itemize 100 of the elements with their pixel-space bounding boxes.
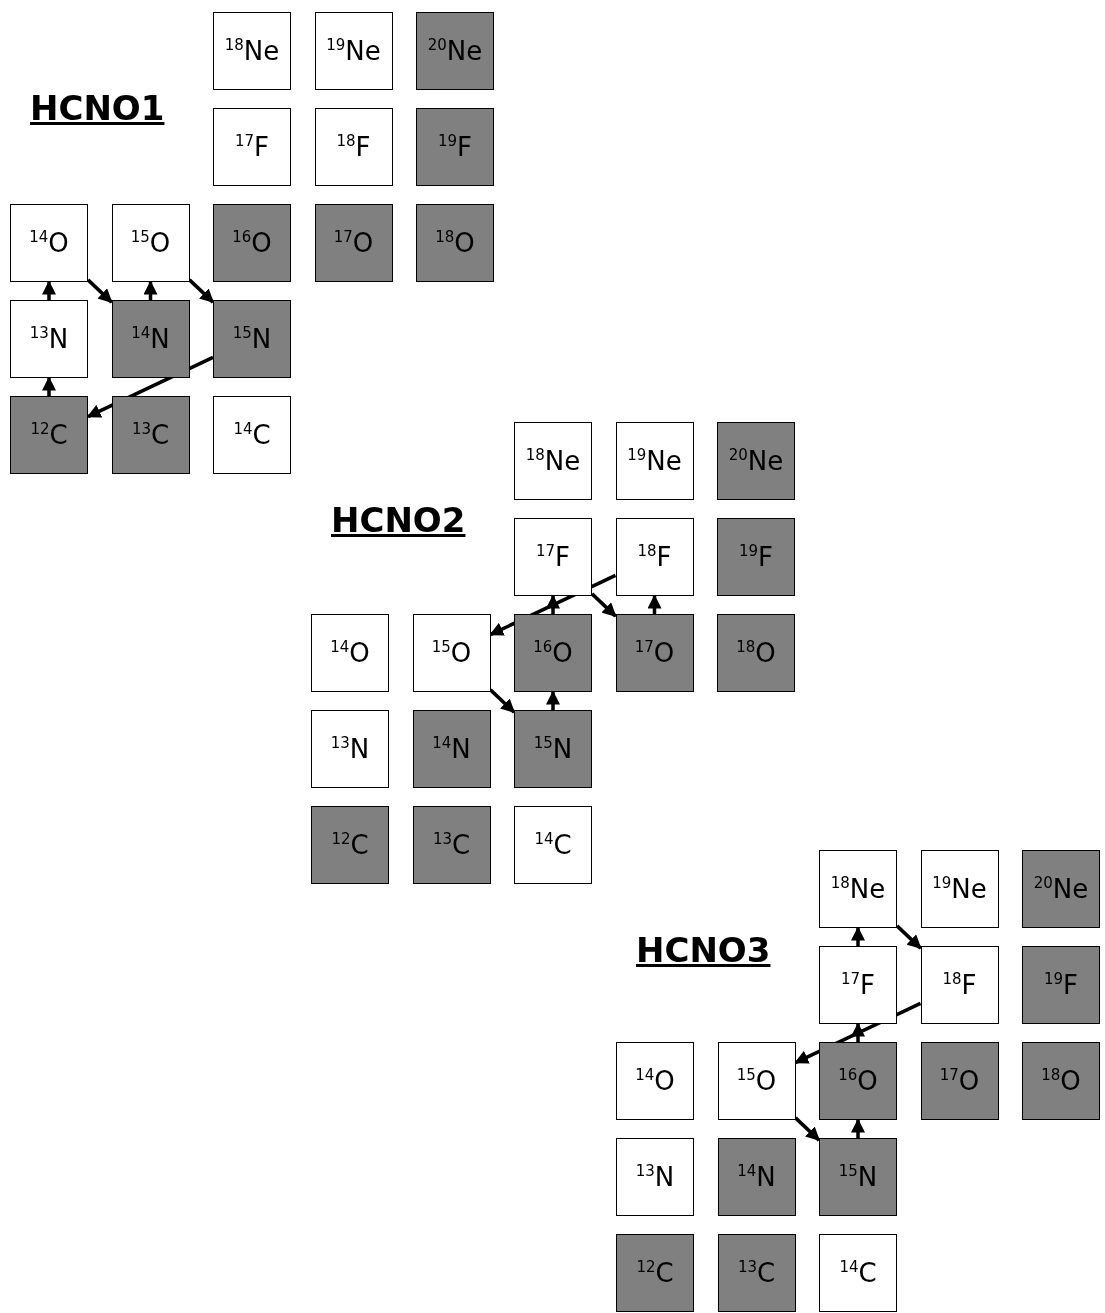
isotope-label: $^{14}$O [330,638,370,668]
arrow [42,376,56,396]
isotope-box [213,12,291,90]
isotope-box [10,396,88,474]
isotope-label: $^{16}$O [533,638,573,668]
isotope-label: $^{15}$N [232,324,272,354]
isotope-box [416,204,494,282]
isotope-box [616,1138,694,1216]
isotope-box [311,806,389,884]
isotope-label: $^{18}$Ne [830,874,886,904]
isotope-box [819,1234,897,1312]
arrow [546,690,560,710]
arrow [851,926,865,946]
arrow [86,278,113,304]
isotope-label: $^{18}$O [1041,1066,1081,1096]
isotope-label: $^{13}$C [432,830,471,860]
arrow [794,1116,821,1142]
isotope-label: $^{14}$C [233,420,271,450]
isotope-box [615,614,694,692]
isotope-label: $^{19}$Ne [326,36,381,66]
isotope-label: $^{15}$O [736,1066,777,1096]
isotope-box [920,946,999,1024]
isotope-box [311,710,389,788]
isotope-label: $^{17}$O [939,1066,980,1096]
cycle-title: HCNO2 [331,500,466,540]
isotope-box [412,710,491,788]
isotope-label: $^{18}$F [637,542,672,572]
isotope-label: $^{15}$N [838,1162,878,1192]
isotope-box [314,108,393,186]
isotope-label: $^{20}$Ne [728,446,784,476]
arrow [895,924,922,950]
isotope-box [920,1042,999,1120]
isotope-box [514,518,592,596]
isotope-label: $^{18}$Ne [525,446,581,476]
isotope-label: $^{12}$C [636,1258,674,1288]
isotope-box [615,422,694,500]
isotope-box [514,806,592,884]
isotope-label: $^{12}$C [30,420,68,450]
isotope-box [514,710,592,788]
isotope-box [412,806,491,884]
isotope-label: $^{12}$C [331,830,369,860]
isotope-label: $^{20}$Ne [1033,874,1089,904]
isotope-label: $^{14}$C [839,1258,877,1288]
isotope-label: $^{13}$N [635,1162,675,1192]
isotope-box [213,204,291,282]
isotope-box [412,614,491,692]
isotope-label: $^{19}$F [1043,970,1079,1000]
isotope-label: $^{16}$O [838,1066,878,1096]
arrow [42,280,56,300]
arrow [188,278,215,304]
arrow [143,280,158,300]
isotope-box [1022,850,1100,928]
isotope-box [717,518,795,596]
isotope-label: $^{16}$O [232,228,272,258]
isotope-box [717,1138,796,1216]
isotope-box [111,300,190,378]
isotope-box [213,300,291,378]
isotope-box [213,396,291,474]
isotope-box [311,614,389,692]
isotope-label: $^{18}$Ne [224,36,280,66]
isotope-box [819,1042,897,1120]
isotope-box [213,108,291,186]
isotope-label: $^{17}$O [333,228,374,258]
isotope-label: $^{14}$C [534,830,572,860]
isotope-box [10,300,88,378]
arrow [489,688,516,714]
isotope-box [616,1234,694,1312]
isotope-label: $^{18}$O [435,228,475,258]
isotope-label: $^{19}$Ne [627,446,682,476]
arrow [851,1022,865,1042]
arrow [546,594,560,614]
isotope-box [616,1042,694,1120]
isotope-label: $^{14}$N [737,1162,776,1192]
isotope-label: $^{14}$N [131,324,170,354]
isotope-box [717,614,795,692]
cycle-title: HCNO3 [636,930,771,970]
isotope-label: $^{15}$O [130,228,171,258]
isotope-label: $^{19}$Ne [932,874,987,904]
isotope-box [314,12,393,90]
isotope-label: $^{15}$N [533,734,573,764]
isotope-label: $^{20}$Ne [427,36,483,66]
isotope-label: $^{18}$O [736,638,776,668]
cycle-title: HCNO1 [30,88,165,128]
isotope-label: $^{15}$O [431,638,472,668]
isotope-box [314,204,393,282]
isotope-box [717,1042,796,1120]
isotope-box [10,204,88,282]
isotope-label: $^{18}$F [942,970,977,1000]
isotope-box [819,946,897,1024]
isotope-label: $^{14}$O [635,1066,675,1096]
isotope-label: $^{17}$F [840,970,876,1000]
isotope-box [717,422,795,500]
isotope-box [819,1138,897,1216]
isotope-box [819,850,897,928]
isotope-box [717,1234,796,1312]
isotope-box [111,204,190,282]
isotope-label: $^{14}$O [29,228,69,258]
isotope-label: $^{18}$F [336,132,371,162]
isotope-box [416,108,494,186]
isotope-box [1022,1042,1100,1120]
